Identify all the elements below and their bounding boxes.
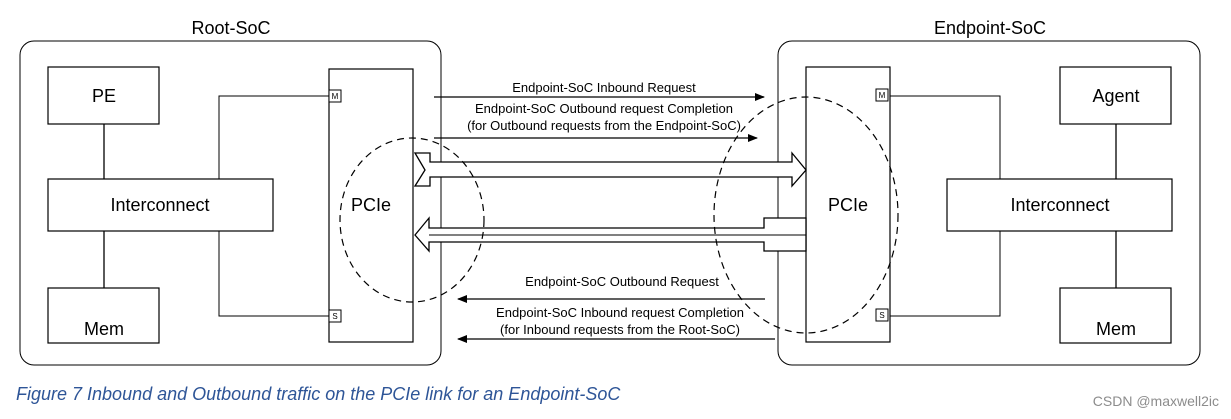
- svg-text:S: S: [879, 311, 884, 320]
- endpoint-m-port: M: [875, 88, 889, 102]
- endpoint-pcie-box: PCIe: [805, 66, 891, 343]
- inbound-completion-label-1: Endpoint-SoC Inbound request Completion: [496, 305, 744, 320]
- root-s-port: S: [328, 309, 342, 323]
- downstream-hollow-arrow: [413, 151, 807, 188]
- root-pe-box: PE: [47, 66, 160, 125]
- root-soc-title: Root-SoC: [191, 18, 270, 38]
- root-interconnect-label: Interconnect: [110, 195, 209, 215]
- outbound-request-label: Endpoint-SoC Outbound Request: [525, 274, 719, 289]
- root-interconnect-s-port-link: [218, 231, 329, 317]
- endpoint-interconnect-m-port-link: [890, 95, 1001, 179]
- figure-caption: Figure 7 Inbound and Outbound traffic on…: [16, 384, 621, 404]
- endpoint-interconnect-box: Interconnect: [946, 178, 1173, 232]
- endpoint-agent-label: Agent: [1092, 86, 1139, 106]
- inbound-request-label: Endpoint-SoC Inbound Request: [512, 80, 696, 95]
- root-pcie-box: PCIe: [328, 68, 414, 343]
- endpoint-agent-box: Agent: [1059, 66, 1172, 125]
- endpoint-soc-title: Endpoint-SoC: [934, 18, 1046, 38]
- root-soc-container: [19, 40, 442, 366]
- root-interconnect-m-port-link: [218, 95, 329, 179]
- endpoint-s-port: S: [875, 308, 889, 322]
- endpoint-mem-box: Mem: [1059, 287, 1172, 344]
- inbound-completion-label-2: (for Inbound requests from the Root-SoC): [500, 322, 740, 337]
- root-pe-label: PE: [92, 86, 116, 106]
- root-m-port: M: [328, 89, 342, 103]
- endpoint-pcie-label: PCIe: [828, 195, 868, 215]
- endpoint-mem-label: Mem: [1096, 319, 1136, 339]
- svg-text:M: M: [879, 91, 886, 100]
- svg-text:M: M: [332, 92, 339, 101]
- root-mem-label: Mem: [84, 319, 124, 339]
- endpoint-interconnect-s-port-link: [890, 231, 1001, 317]
- watermark: CSDN @maxwell2ic: [1092, 393, 1219, 409]
- root-interconnect-box: Interconnect: [47, 178, 274, 232]
- root-mem-box: Mem: [47, 287, 160, 344]
- endpoint-interconnect-label: Interconnect: [1010, 195, 1109, 215]
- root-pcie-label: PCIe: [351, 195, 391, 215]
- endpoint-dashed-loop: [713, 96, 899, 334]
- outbound-completion-label-1: Endpoint-SoC Outbound request Completion: [475, 101, 733, 116]
- endpoint-soc-container: [777, 40, 1201, 366]
- root-dashed-loop: [339, 137, 485, 303]
- outbound-completion-label-2: (for Outbound requests from the Endpoint…: [467, 118, 741, 133]
- svg-text:S: S: [332, 312, 337, 321]
